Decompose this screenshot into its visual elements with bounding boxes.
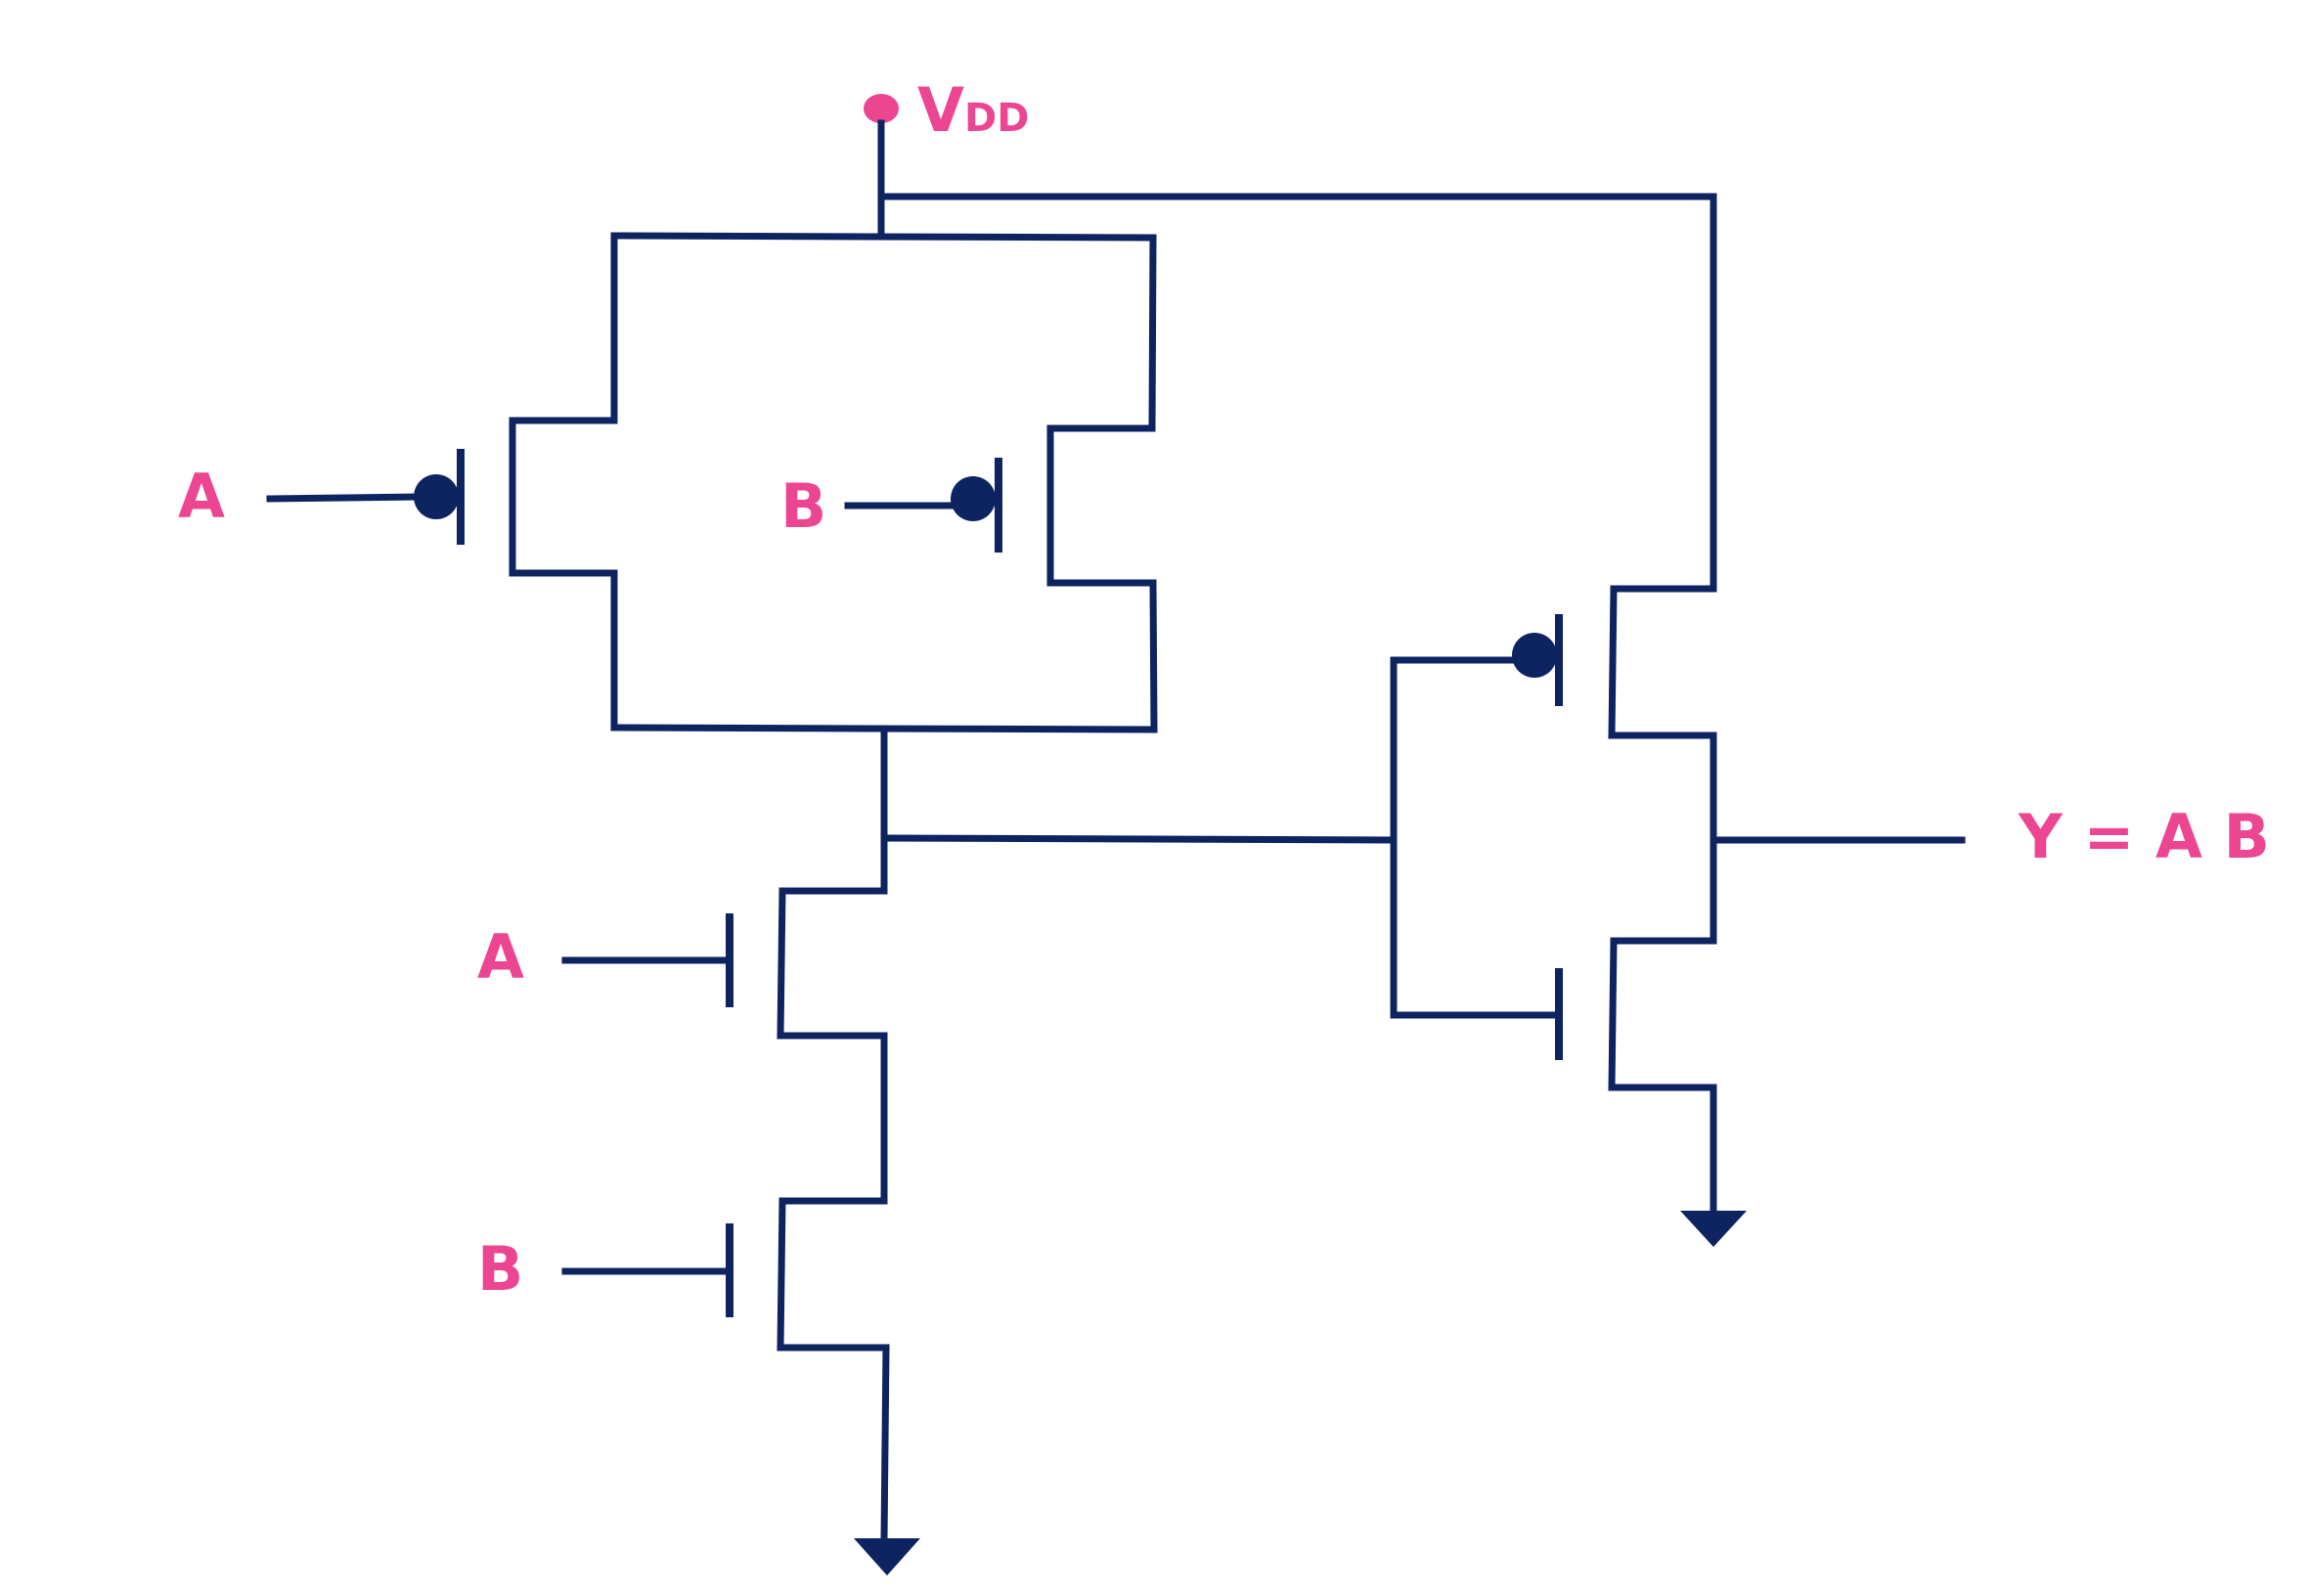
vdd-label: VDD (917, 74, 1029, 146)
inverter-nmos-channel (1608, 937, 1717, 1217)
nmos-b-channel (777, 1197, 890, 1544)
pmos-top-rail (610, 232, 1157, 242)
nmos-a-input-label: A (477, 921, 524, 993)
vdd-label-subscript: DD (964, 96, 1029, 141)
nmos-b-input-label: B (477, 1233, 523, 1305)
nand-output-node (610, 724, 1395, 895)
output-label: Y = A B (2018, 801, 2270, 872)
nmos-b-transistor: B (477, 1197, 890, 1544)
pmos-b-transistor: B (780, 234, 1158, 733)
ground-icon (854, 1538, 920, 1575)
inverter-pmos-transistor (1512, 585, 1717, 945)
nmos-a-channel (777, 887, 888, 1205)
inverter-pmos-gate-bubble (1512, 633, 1557, 678)
vdd-terminal-dot (864, 94, 899, 123)
nmos-a-transistor: A (477, 887, 888, 1205)
pmos-a-channel (509, 232, 618, 732)
pmos-a-input-wire (266, 493, 420, 503)
inverter-nmos-transistor (1555, 937, 1717, 1217)
vdd-to-inverter-wire (877, 193, 1717, 593)
supply-wires (610, 119, 1717, 593)
nand-node-to-inverter-wire (880, 834, 1395, 844)
pmos-b-channel (1046, 234, 1158, 733)
pmos-a-input-label: A (178, 461, 225, 532)
pmos-a-transistor: A (178, 232, 618, 732)
pmos-a-gate-bubble (414, 474, 459, 519)
vdd-label-main: V (917, 74, 964, 146)
inverter-pmos-channel (1608, 585, 1717, 945)
vdd-node: VDD (864, 74, 1029, 146)
pmos-b-input-label: B (780, 470, 826, 542)
ground-icon (1680, 1211, 1747, 1247)
pmos-b-gate-bubble (951, 476, 996, 521)
inverter-stage: Y = A B (1390, 585, 2270, 1247)
